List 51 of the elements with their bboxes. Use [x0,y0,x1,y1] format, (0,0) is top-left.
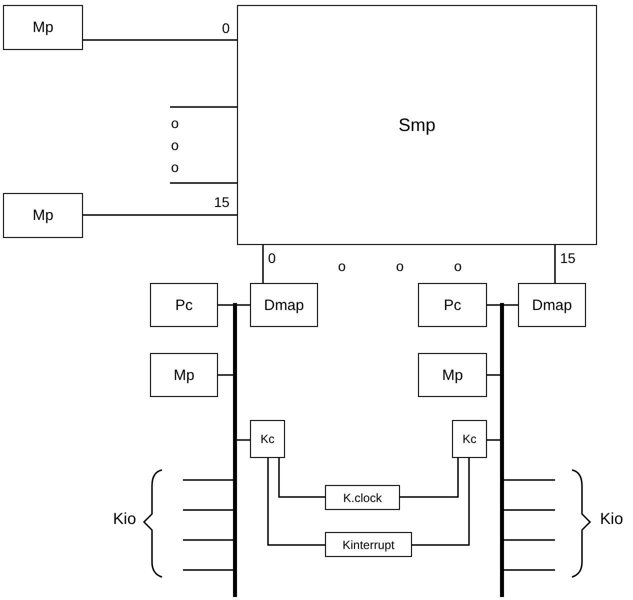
connector-line [83,214,237,216]
process-box: Mp [3,193,83,238]
ellipsis-dot: o [171,137,179,153]
edge-label: 15 [214,194,230,210]
connector-line [267,458,325,546]
connector-line [237,439,250,441]
connector-line [183,539,233,541]
edge-label: 0 [268,250,276,266]
process-box: Dmap [518,283,586,327]
connector-line [504,509,555,511]
process-box: Mp [150,353,218,397]
ellipsis-dot: o [338,258,346,274]
connector-line [183,569,233,571]
process-box: Mp [3,5,83,50]
connector-line [504,539,555,541]
process-box: Mp [418,353,487,397]
process-box: Pc [150,283,218,327]
process-box: Kc [250,420,285,458]
connector-line [412,458,470,546]
connector-line [170,182,237,184]
connector-line [400,458,459,498]
connector-line [218,374,233,376]
process-box: Pc [418,283,487,327]
connector-line [504,304,518,306]
connector-line [83,39,237,41]
connector-line [170,106,237,108]
ellipsis-dot: o [171,159,179,175]
connector-line [262,245,264,283]
group-label: Kio [600,512,624,528]
connector-line [487,374,500,376]
process-box: Kc [452,420,487,458]
edge-label: 0 [222,20,230,36]
connector-line [218,304,233,306]
process-box: Kinterrupt [325,532,412,557]
connector-line [487,439,500,441]
ellipsis-dot: o [396,258,404,274]
connector-line [278,458,325,498]
connector-line [554,245,556,283]
connector-line [504,479,555,481]
edge-label: 15 [560,250,576,266]
connector-line [487,304,500,306]
connector-line [183,509,233,511]
process-box: Dmap [250,283,318,327]
connector-line [237,304,250,306]
ellipsis-dot: o [454,258,462,274]
connector-line [504,569,555,571]
group-label: Kio [113,512,136,528]
ellipsis-dot: o [171,115,179,131]
connector-line [183,479,233,481]
process-box: Smp [237,5,597,245]
process-box: K.clock [325,485,400,510]
